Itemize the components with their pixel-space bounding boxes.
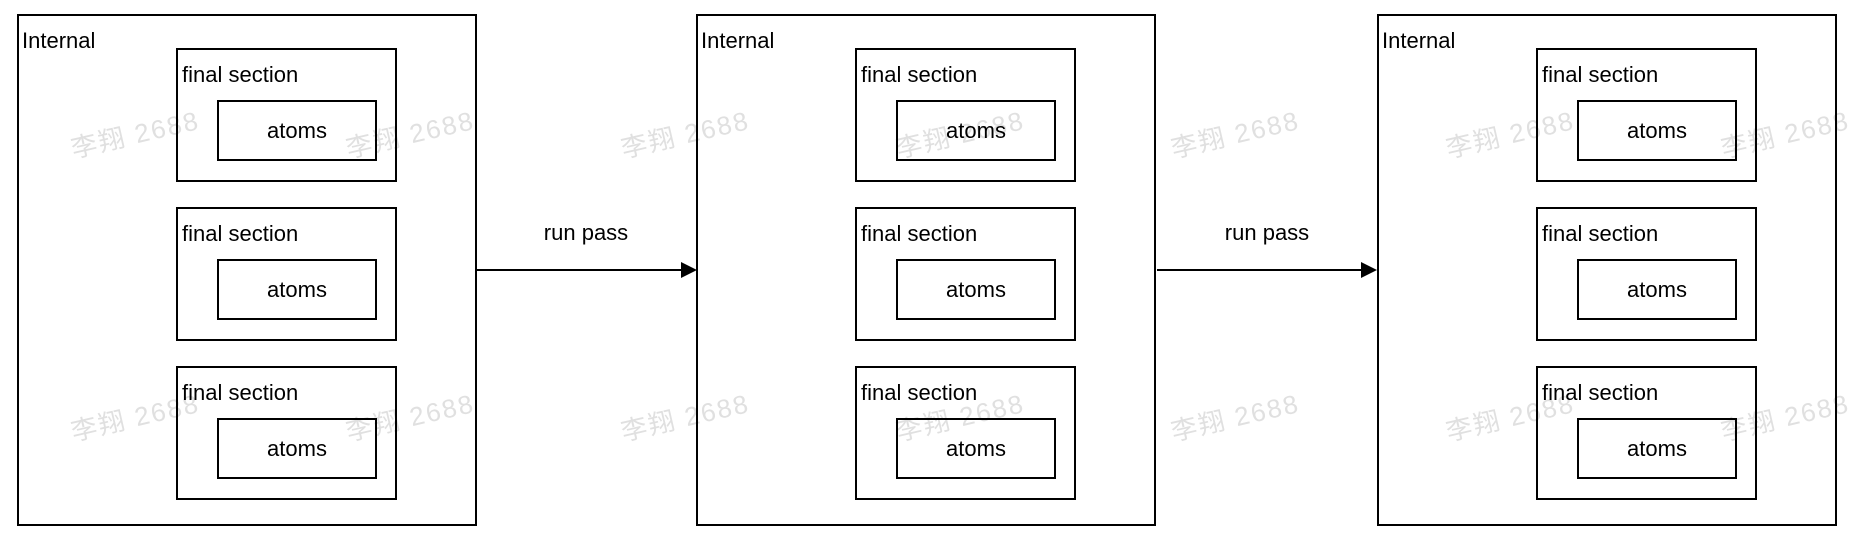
internal-box-label: Internal bbox=[701, 28, 775, 53]
final-section-box: final section atoms bbox=[855, 48, 1076, 182]
final-section-label: final section bbox=[1542, 380, 1659, 405]
final-section-label: final section bbox=[861, 62, 978, 87]
atoms-label: atoms bbox=[946, 117, 1006, 143]
atoms-label: atoms bbox=[267, 276, 327, 302]
final-section-label: final section bbox=[861, 380, 978, 405]
internal-box-2: Internal final section atoms final secti… bbox=[696, 14, 1156, 526]
atoms-box: atoms bbox=[1577, 100, 1737, 161]
final-section-box: final section atoms bbox=[855, 366, 1076, 500]
arrow-label: run pass bbox=[543, 220, 629, 245]
atoms-label: atoms bbox=[1627, 117, 1687, 143]
final-section-box: final section atoms bbox=[176, 48, 397, 182]
final-section-label: final section bbox=[182, 221, 299, 246]
atoms-box: atoms bbox=[896, 100, 1056, 161]
internal-box-3: Internal final section atoms final secti… bbox=[1377, 14, 1837, 526]
final-section-box: final section atoms bbox=[1536, 48, 1757, 182]
atoms-box: atoms bbox=[1577, 259, 1737, 320]
atoms-label: atoms bbox=[1627, 435, 1687, 461]
internal-box-label: Internal bbox=[22, 28, 96, 53]
arrow-head-icon bbox=[1361, 262, 1377, 278]
atoms-label: atoms bbox=[946, 276, 1006, 302]
atoms-label: atoms bbox=[267, 117, 327, 143]
internal-box-label: Internal bbox=[1382, 28, 1456, 53]
atoms-box: atoms bbox=[896, 418, 1056, 479]
final-section-label: final section bbox=[1542, 221, 1659, 246]
atoms-box: atoms bbox=[217, 259, 377, 320]
final-section-box: final section atoms bbox=[855, 207, 1076, 341]
arrow-line bbox=[1157, 269, 1361, 271]
atoms-label: atoms bbox=[1627, 276, 1687, 302]
atoms-label: atoms bbox=[267, 435, 327, 461]
atoms-label: atoms bbox=[946, 435, 1006, 461]
final-section-box: final section atoms bbox=[176, 207, 397, 341]
internal-box-1: Internal final section atoms final secti… bbox=[17, 14, 477, 526]
atoms-box: atoms bbox=[217, 418, 377, 479]
final-section-box: final section atoms bbox=[1536, 366, 1757, 500]
atoms-box: atoms bbox=[896, 259, 1056, 320]
arrow-head-icon bbox=[681, 262, 697, 278]
arrow-line bbox=[477, 269, 681, 271]
final-section-label: final section bbox=[1542, 62, 1659, 87]
atoms-box: atoms bbox=[1577, 418, 1737, 479]
final-section-label: final section bbox=[861, 221, 978, 246]
atoms-box: atoms bbox=[217, 100, 377, 161]
final-section-box: final section atoms bbox=[1536, 207, 1757, 341]
final-section-label: final section bbox=[182, 62, 299, 87]
final-section-label: final section bbox=[182, 380, 299, 405]
final-section-box: final section atoms bbox=[176, 366, 397, 500]
arrow-label: run pass bbox=[1224, 220, 1310, 245]
